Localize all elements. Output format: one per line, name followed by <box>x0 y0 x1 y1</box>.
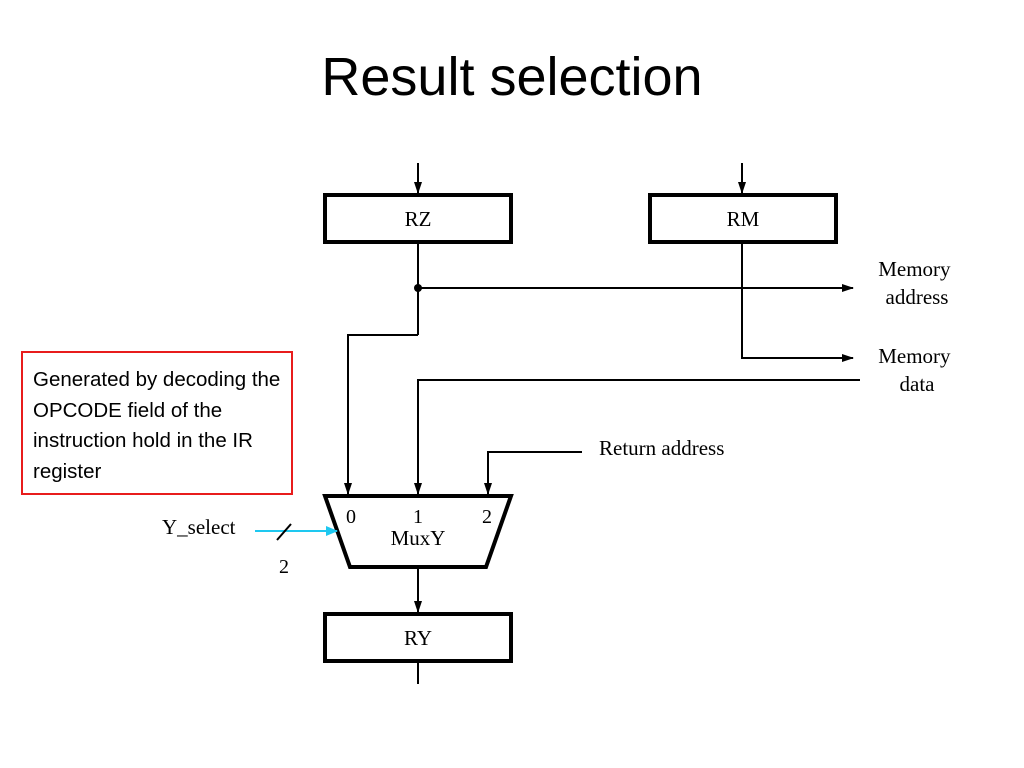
register-ry-label: RY <box>404 626 432 650</box>
mux-input-0-label: 0 <box>346 506 356 528</box>
memory-address-label-line-1: Memory <box>878 257 951 281</box>
mux-name-label: MuxY <box>391 526 446 550</box>
mux-input-2-label: 2 <box>482 506 492 528</box>
memory-data-label-line-2: data <box>900 372 936 396</box>
register-rz-label: RZ <box>405 207 432 231</box>
memory-data-to-mux-input-1 <box>414 379 860 495</box>
annotation-note-text: Generated by decoding the OPCODE field o… <box>33 368 281 483</box>
register-ry: RY <box>323 612 513 663</box>
register-rm: RM <box>648 193 838 244</box>
annotation-note-box: Generated by decoding the OPCODE field o… <box>21 351 293 495</box>
mux-input-1-label: 1 <box>413 506 423 528</box>
memory-data-label: Memory data <box>878 344 956 396</box>
return-address-label: Return address <box>599 436 724 460</box>
return-address-to-mux-input-2 <box>484 451 582 495</box>
memory-data-label-line-1: Memory <box>878 344 951 368</box>
memory-address-label-line-2: address <box>886 285 949 309</box>
bus-width-label: 2 <box>279 556 289 578</box>
memory-address-label: Memory address <box>878 257 956 309</box>
bus-width-slash <box>276 523 292 541</box>
y-select-label: Y_select <box>162 515 236 539</box>
rz-to-mux-input-0 <box>344 334 418 495</box>
register-rm-label: RM <box>727 207 760 231</box>
memory-data-arrow <box>741 244 854 362</box>
mux-y: 0 1 2 MuxY <box>322 494 514 569</box>
slide-title: Result selection <box>321 47 703 107</box>
register-rz: RZ <box>323 193 513 244</box>
